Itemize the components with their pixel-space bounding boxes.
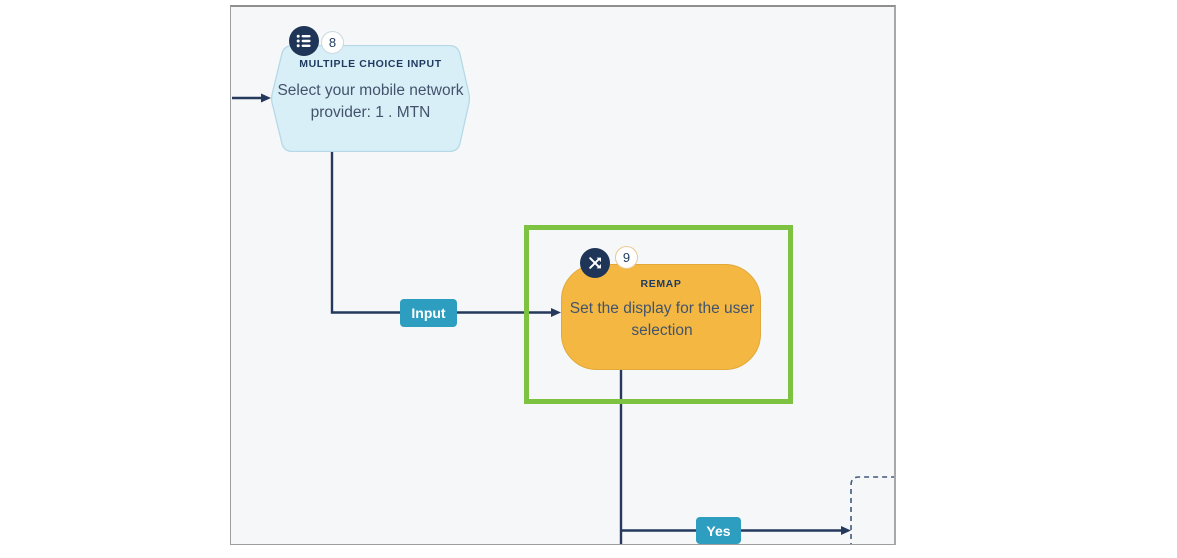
node-type-label: MULTIPLE CHOICE INPUT — [299, 58, 442, 70]
connector-input — [330, 152, 561, 317]
next-step-placeholder — [850, 476, 894, 544]
step-number-badge: 9 — [615, 246, 638, 269]
shuffle-icon — [580, 248, 610, 278]
hexagon-shape — [271, 45, 470, 152]
node-text: Set the display for the user selection — [569, 300, 755, 339]
connector-entry — [232, 93, 271, 103]
selection-outline — [524, 225, 793, 404]
edge-label-yes[interactable]: Yes — [696, 517, 741, 544]
list-icon — [289, 26, 319, 56]
node-multiple-choice-input[interactable]: 8 MULTIPLE CHOICE INPUT Select your mobi… — [271, 26, 470, 152]
step-number-badge: 8 — [321, 31, 344, 54]
node-text: Select your mobile network provider: 1 .… — [277, 82, 464, 121]
node-type-label: REMAP — [640, 278, 682, 290]
node-remap[interactable]: 9 REMAP Set the display for the user sel… — [561, 246, 761, 370]
edge-label-input[interactable]: Input — [400, 299, 457, 327]
flow-canvas[interactable]: 8 MULTIPLE CHOICE INPUT Select your mobi… — [230, 5, 896, 545]
